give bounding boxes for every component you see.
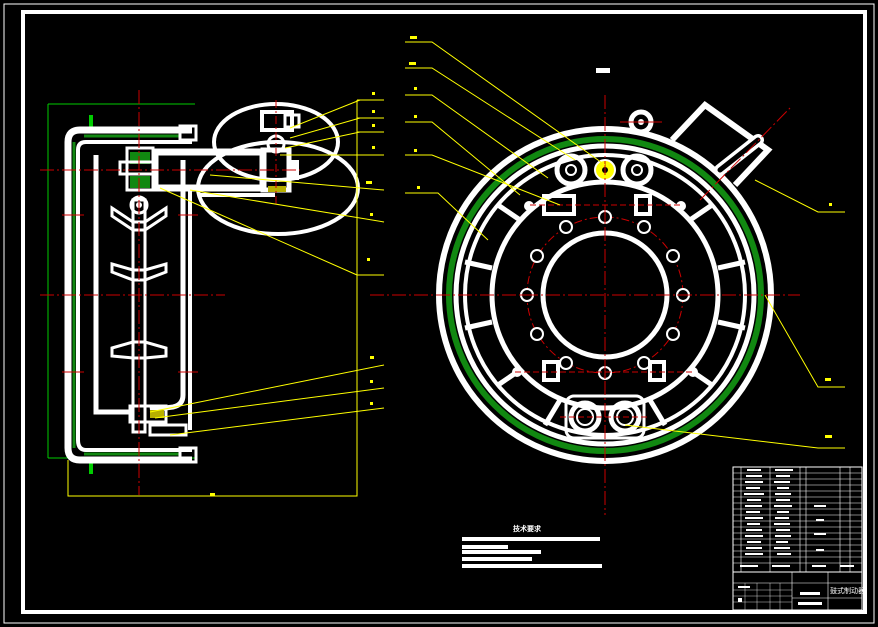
drawing-title: 鼓式制动器 <box>830 586 865 595</box>
notes-heading: 技术要求 <box>513 524 542 533</box>
technical-requirements: 技术要求 <box>462 524 602 568</box>
drawing-border <box>21 10 867 614</box>
front-view <box>370 36 845 515</box>
title-block: 鼓式制动器 <box>732 466 865 611</box>
section-view <box>40 90 385 497</box>
outer-frame <box>3 3 875 624</box>
